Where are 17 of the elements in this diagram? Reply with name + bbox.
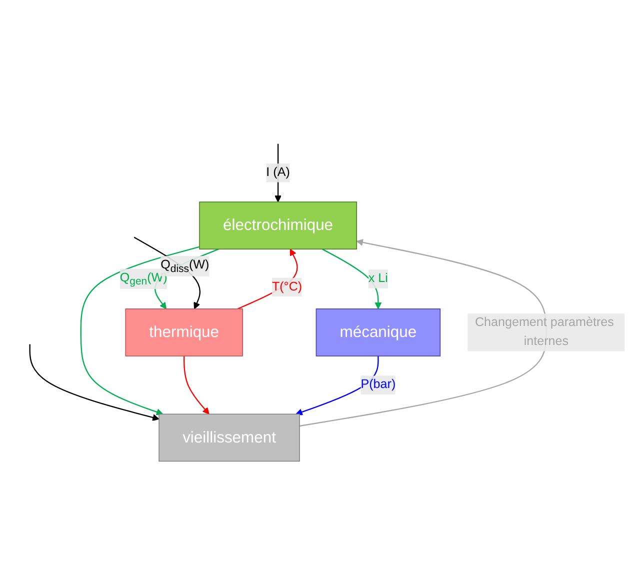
arrow — [274, 144, 282, 202]
node-box: thermique — [125, 308, 243, 356]
node-box: électrochimique — [199, 201, 357, 250]
arrow — [184, 356, 210, 414]
arrow — [29, 344, 160, 421]
edge-label: T(°C) — [272, 280, 302, 294]
edge-label: Q$_{gen}$(W) — [120, 270, 168, 287]
edge-label: I (A) — [266, 166, 290, 179]
edge-label: P(bar) — [360, 378, 396, 392]
edge-label: x Li — [368, 272, 388, 285]
node-box: vieillissement — [158, 413, 300, 462]
edge-label: Q$_{diss}$(W) — [160, 258, 210, 274]
node-box: mécanique — [316, 308, 441, 356]
arrow — [322, 248, 382, 309]
edge-label: Changement paramètres internes — [474, 316, 614, 348]
arrow — [299, 238, 547, 426]
arrow — [80, 246, 200, 416]
